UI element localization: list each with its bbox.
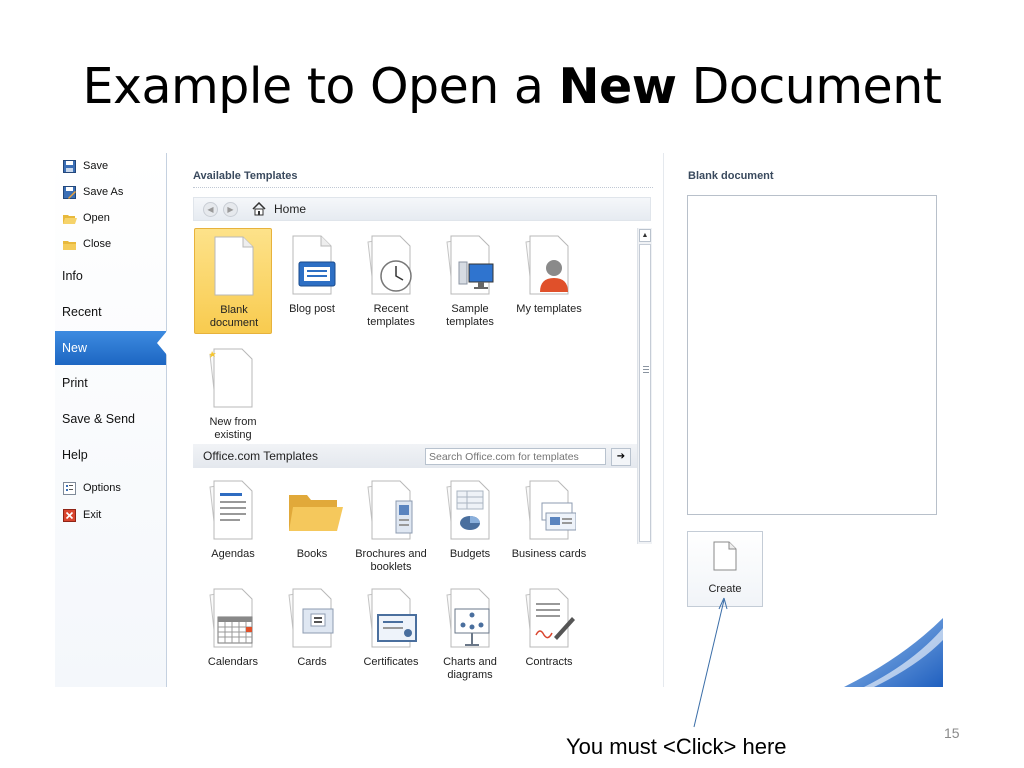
templates-panel: Available Templates ◀ ▶ Home ▲ Blank doc… bbox=[166, 153, 663, 687]
close-item[interactable]: Close bbox=[63, 234, 111, 254]
office-swoosh-decoration bbox=[844, 617, 943, 687]
sample-templates-icon bbox=[445, 234, 495, 296]
brochures-icon bbox=[366, 479, 416, 541]
callout-text: You must <Click> here bbox=[566, 734, 787, 759]
tab-recent[interactable]: Recent bbox=[62, 305, 102, 319]
template-contracts[interactable]: Contracts bbox=[510, 581, 588, 687]
slide-title: Example to Open a New Document bbox=[82, 58, 942, 115]
template-recent-templates[interactable]: Recent templates bbox=[352, 228, 430, 334]
save-icon bbox=[63, 159, 76, 173]
backstage-nav: Save Save As Open Close Info Recent New … bbox=[55, 153, 167, 687]
certificates-icon bbox=[366, 587, 417, 649]
tab-help[interactable]: Help bbox=[62, 448, 88, 462]
charts-diagrams-icon bbox=[445, 587, 495, 649]
back-icon[interactable]: ◀ bbox=[203, 201, 218, 217]
blog-post-icon bbox=[287, 234, 337, 296]
cards-icon bbox=[287, 587, 337, 649]
open-item[interactable]: Open bbox=[63, 208, 110, 228]
blank-document-icon bbox=[209, 235, 259, 297]
open-folder-icon bbox=[63, 212, 77, 225]
breadcrumb: ◀ ▶ Home bbox=[193, 197, 651, 221]
template-budgets[interactable]: Budgets bbox=[431, 473, 509, 579]
template-blank-document[interactable]: Blank document bbox=[194, 228, 272, 334]
budgets-icon bbox=[445, 479, 495, 541]
template-books[interactable]: Books bbox=[273, 473, 351, 579]
create-document-icon bbox=[713, 541, 737, 571]
options-icon bbox=[63, 481, 76, 495]
active-tab-pointer bbox=[157, 331, 167, 355]
tab-save-send[interactable]: Save & Send bbox=[62, 412, 135, 426]
scroll-up-icon[interactable]: ▲ bbox=[639, 229, 651, 242]
office-templates-grid: Agendas Books Brochures and booklets Bud… bbox=[166, 153, 663, 687]
recent-templates-icon bbox=[366, 234, 416, 296]
business-cards-icon bbox=[524, 479, 577, 541]
template-brochures[interactable]: Brochures and booklets bbox=[352, 473, 430, 579]
template-my-templates[interactable]: My templates bbox=[510, 228, 588, 334]
preview-pane: Blank document Create bbox=[663, 153, 943, 687]
calendars-icon bbox=[208, 587, 258, 649]
office-template-search-input[interactable] bbox=[425, 448, 606, 465]
scroll-thumb[interactable] bbox=[639, 244, 651, 542]
save-as-item[interactable]: Save As bbox=[63, 182, 123, 202]
template-certificates[interactable]: Certificates bbox=[352, 581, 430, 687]
breadcrumb-home[interactable]: Home bbox=[274, 202, 307, 216]
exit-icon bbox=[63, 508, 76, 522]
template-cards[interactable]: Cards bbox=[273, 581, 351, 687]
create-button[interactable]: Create bbox=[687, 531, 763, 607]
template-agendas[interactable]: Agendas bbox=[194, 473, 272, 579]
template-blog-post[interactable]: Blog post bbox=[273, 228, 351, 334]
tab-info[interactable]: Info bbox=[62, 269, 83, 283]
template-new-from-existing[interactable]: New from existing bbox=[194, 341, 272, 441]
save-item[interactable]: Save bbox=[63, 156, 108, 176]
books-folder-icon bbox=[287, 479, 343, 541]
options-item[interactable]: Options bbox=[63, 478, 121, 498]
template-sample-templates[interactable]: Sample templates bbox=[431, 228, 509, 334]
office-templates-header: Office.com Templates bbox=[203, 449, 318, 463]
template-business-cards[interactable]: Business cards bbox=[510, 473, 588, 579]
document-preview bbox=[687, 195, 937, 515]
template-scrollbar[interactable]: ▲ bbox=[637, 228, 652, 544]
template-calendars[interactable]: Calendars bbox=[194, 581, 272, 687]
template-charts-diagrams[interactable]: Charts and diagrams bbox=[431, 581, 509, 687]
new-from-existing-icon bbox=[208, 347, 258, 409]
tab-new[interactable]: New bbox=[55, 331, 166, 365]
save-as-icon bbox=[63, 185, 76, 199]
home-icon[interactable] bbox=[252, 201, 266, 216]
search-go-arrow-icon[interactable]: ➔ bbox=[611, 448, 631, 466]
preview-title: Blank document bbox=[688, 170, 774, 182]
word-backstage-screenshot: Save Save As Open Close Info Recent New … bbox=[55, 153, 943, 687]
available-templates-header: Available Templates bbox=[193, 170, 298, 182]
forward-icon[interactable]: ▶ bbox=[223, 201, 238, 217]
contracts-icon bbox=[524, 587, 575, 649]
tab-print[interactable]: Print bbox=[62, 376, 88, 390]
header-divider bbox=[193, 187, 653, 188]
exit-item[interactable]: Exit bbox=[63, 505, 101, 525]
close-folder-icon bbox=[63, 238, 76, 251]
slide-number: 15 bbox=[944, 725, 960, 741]
my-templates-icon bbox=[524, 234, 574, 296]
agendas-icon bbox=[208, 479, 258, 541]
